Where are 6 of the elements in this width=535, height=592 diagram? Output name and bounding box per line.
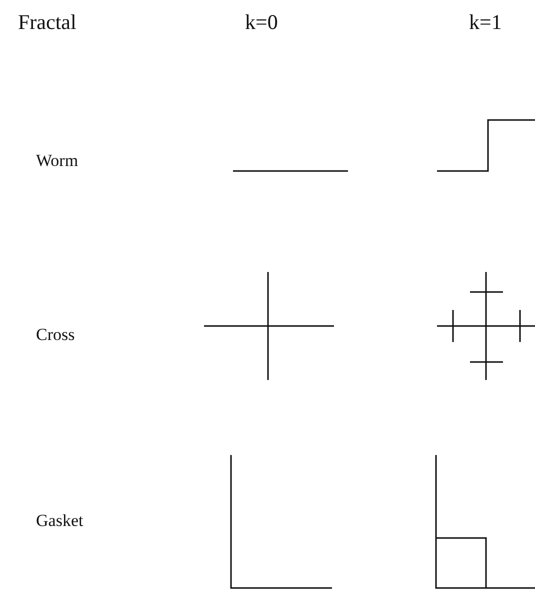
column-heading: k=1 [469, 12, 502, 33]
row-label: Gasket [36, 512, 84, 529]
column-heading: Fractal [18, 12, 76, 33]
column-heading: k=0 [245, 12, 278, 33]
row-label: Cross [36, 326, 75, 343]
row-label: Worm [36, 152, 78, 169]
